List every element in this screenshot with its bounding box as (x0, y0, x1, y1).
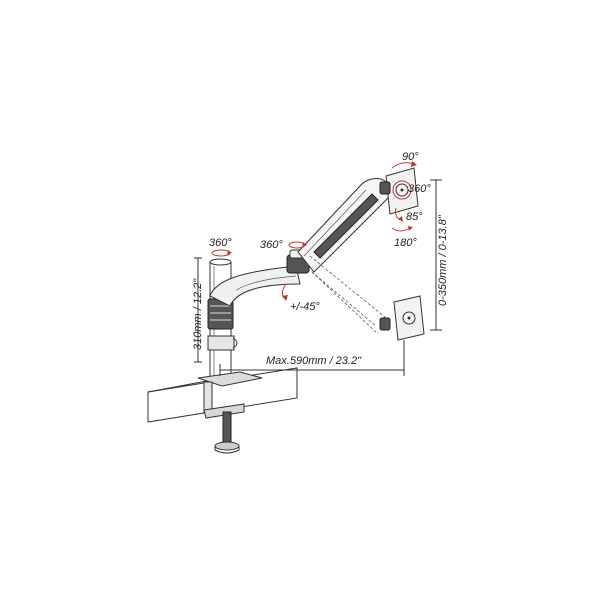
height-dimension-label: 310mm / 12.2" (192, 278, 204, 350)
screen-tilt-arrow (395, 207, 403, 222)
screen-tilt-85-label: 85° (406, 211, 423, 223)
reach-dimension-line (219, 340, 405, 376)
max-reach-label: Max.590mm / 23.2" (266, 355, 362, 367)
lower-position-arm (299, 255, 387, 335)
screen-rotate-arrow (391, 161, 417, 200)
vertical-range-label: 0-350mm / 0-13.8" (437, 214, 449, 306)
tilt-arrow (281, 283, 288, 301)
arm-rotation-label: 360° (260, 239, 283, 251)
height-dimension-line (194, 257, 202, 363)
vesa-plate-upper (379, 167, 419, 215)
upper-gas-arm (297, 178, 391, 273)
vesa-plate-lower (379, 295, 425, 341)
screen-swivel-arrow (391, 226, 413, 232)
vertical-range-line (430, 179, 442, 331)
tilt-label: +/-45° (290, 301, 320, 313)
screen-rotate-90-label: 90° (402, 151, 419, 163)
screen-rotate-360-label: 360° (408, 183, 431, 195)
cable-clip (207, 335, 238, 351)
desk-clamp (197, 371, 263, 454)
pole-rotation-arrow (211, 249, 232, 257)
pole-rotation-label: 360° (209, 237, 232, 249)
lower-arm (209, 265, 301, 307)
arm-rotation-arrow (288, 241, 307, 249)
screen-swivel-180-label: 180° (394, 237, 417, 249)
